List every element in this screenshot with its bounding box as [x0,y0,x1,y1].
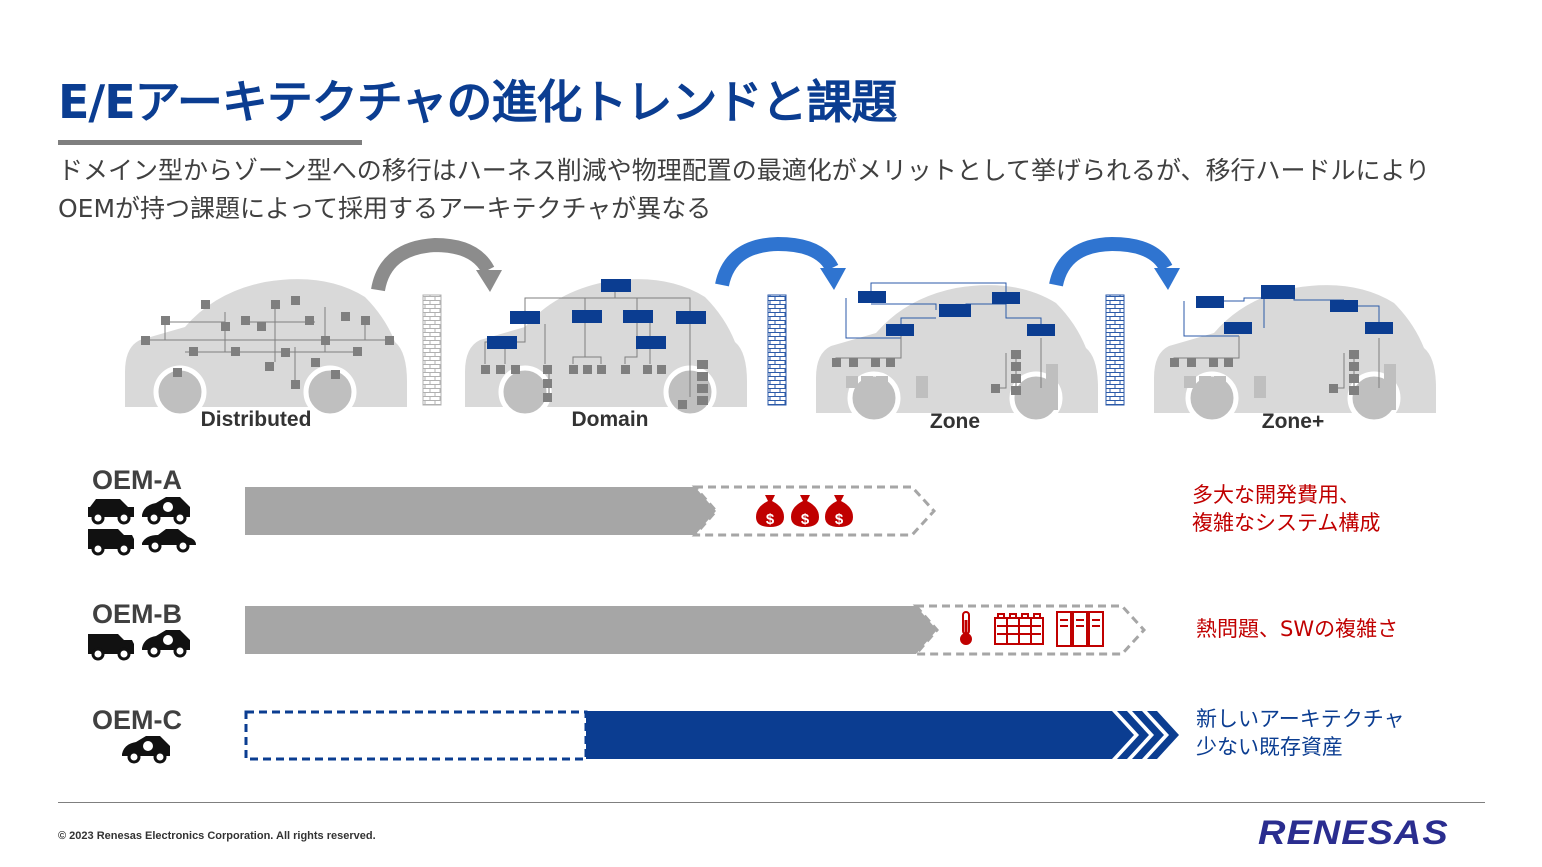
oem-c-label: OEM-C [92,705,182,735]
oem-b-vehicle-icons [88,630,190,661]
oem-c-empty-segment [244,710,588,761]
subtitle-line-1: ドメイン型からゾーン型への移行はハーネス削減や物理配置の最適化がメリットとして挙… [58,156,1431,185]
car-zone-plus-network-icon [1154,285,1436,425]
thermometer-icon [960,611,972,645]
oem-c-issue: 新しいアーキテクチャ 少ない既存資産 [1196,705,1405,761]
wall-icon [1105,294,1125,406]
stage-label-distributed: Distributed [200,408,312,431]
title-underline [58,140,362,145]
money-bag-icon: $ [791,495,819,528]
oem-c-progress-bar [586,711,1134,759]
chevron-arrows-icon [1117,711,1179,759]
transition-arrow-icon [371,237,502,292]
oem-a-label: OEM-A [92,465,182,495]
oem-c-issue-line-1: 新しいアーキテクチャ [1196,707,1405,731]
car-domain-network-icon [465,279,747,419]
footer-divider [58,802,1485,803]
page-title: E/Eアーキテクチャの進化トレンドと課題 [58,75,897,129]
oem-a-progress-bar [245,487,716,535]
transition-arrow-icon [1049,236,1180,290]
oem-b-issue: 熱問題、SWの複雑さ [1196,615,1398,643]
money-bag-icon: $ [825,495,853,528]
svg-text:$: $ [801,511,810,528]
oem-a-vehicle-icons [88,497,196,556]
oem-b-issue-line-1: 熱問題、SWの複雑さ [1196,617,1399,641]
wall-icon [767,294,787,406]
stage-label-zone: Zone [929,410,981,433]
copyright: © 2023 Renesas Electronics Corporation. … [58,830,376,842]
subtitle: ドメイン型からゾーン型への移行はハーネス削減や物理配置の最適化がメリットとして挙… [58,152,1498,228]
renesas-logo: RENESAS [1258,814,1449,852]
subtitle-line-2: OEMが持つ課題によって採用するアーキテクチャが異なる [58,194,712,223]
car-zone-network-icon [816,282,1098,425]
oem-b-planned-segment [912,604,1147,656]
battery-pack-icon [994,613,1044,645]
svg-text:$: $ [835,511,844,528]
wall-icon [422,294,442,406]
oem-c-issue-line-2: 少ない既存資産 [1196,735,1343,759]
car-distributed-network-icon [125,279,407,419]
stage-label-domain: Domain [571,408,649,431]
stage-label-zone-plus: Zone+ [1261,410,1325,433]
svg-text:$: $ [766,511,775,528]
server-icon [1056,611,1104,647]
oem-b-progress-bar [245,606,937,654]
oem-c-vehicle-icons [122,736,170,764]
oem-b-label: OEM-B [92,599,182,629]
oem-a-issue-line-2: 複雑なシステム構成 [1192,511,1381,535]
oem-a-issue: 多大な開発費用、 複雑なシステム構成 [1192,481,1380,537]
money-bag-icon: $ [756,495,784,528]
oem-a-issue-line-1: 多大な開発費用、 [1192,483,1360,507]
transition-arrow-icon [715,236,846,290]
